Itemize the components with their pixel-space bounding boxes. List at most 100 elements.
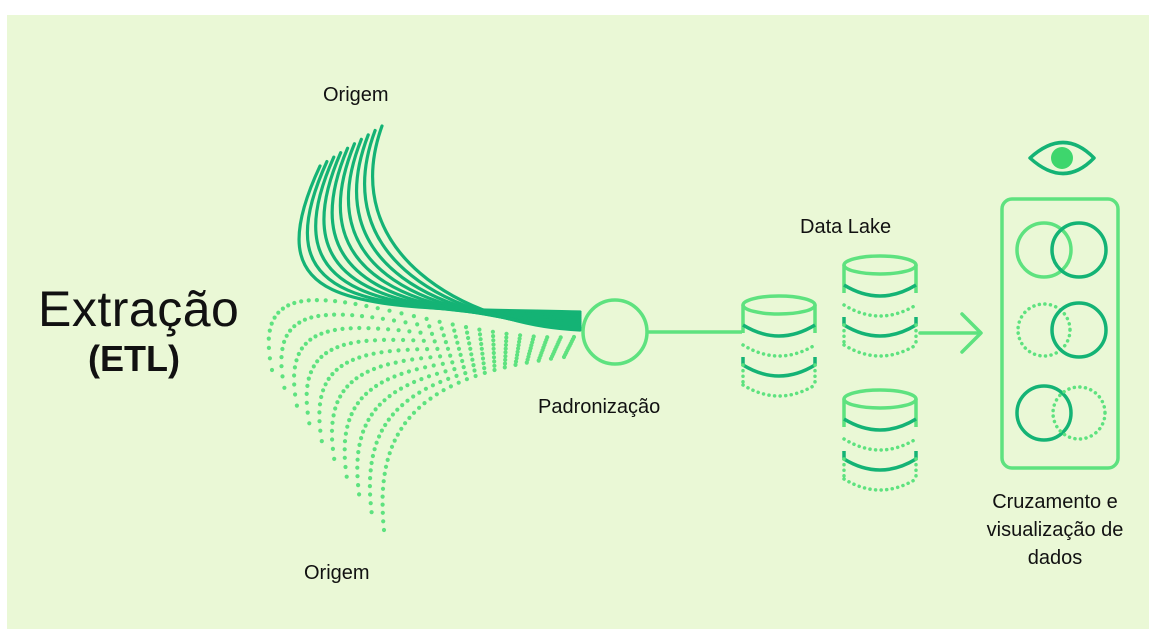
source-dot: [482, 370, 487, 375]
source-dot: [503, 342, 508, 348]
source-dot: [403, 320, 408, 325]
source-dot: [359, 396, 364, 401]
source-dot: [467, 341, 472, 346]
source-dot: [368, 476, 373, 481]
source-dot: [548, 356, 554, 361]
source-dot: [269, 321, 274, 326]
source-dot: [524, 360, 529, 365]
source-dot: [471, 363, 476, 368]
source-dot: [266, 345, 271, 350]
source-dot: [331, 413, 336, 418]
source-dot: [280, 374, 285, 379]
source-dot: [292, 365, 297, 370]
source-dot: [319, 439, 324, 444]
source-dot: [477, 332, 483, 337]
source-dot: [319, 331, 324, 336]
source-dot: [393, 390, 398, 395]
source-dot: [391, 337, 396, 342]
source-dot: [317, 402, 323, 407]
source-dot: [428, 355, 433, 360]
source-dot: [369, 510, 374, 515]
source-dot: [378, 364, 383, 369]
source-dot: [359, 314, 365, 319]
source-dot: [398, 386, 404, 391]
source-dot: [365, 369, 370, 374]
source-dot: [513, 359, 519, 364]
source-dot: [453, 334, 458, 339]
source-dot: [341, 389, 346, 394]
source-dot: [305, 383, 310, 388]
source-dot: [481, 361, 486, 366]
source-dot: [411, 394, 416, 399]
label-data-lake: Data Lake: [800, 216, 892, 238]
source-dot: [266, 336, 271, 341]
source-dot: [477, 327, 482, 332]
source-dot: [536, 358, 541, 363]
source-dot: [318, 428, 323, 433]
source-dot: [366, 417, 371, 422]
source-dot: [380, 502, 385, 507]
source-dot: [380, 316, 385, 321]
source-dot: [419, 377, 424, 382]
source-dot: [381, 519, 386, 524]
source-dot: [517, 339, 522, 344]
source-dot: [381, 479, 386, 484]
source-dot: [267, 328, 272, 333]
source-dot: [479, 346, 484, 351]
database-standardized: [741, 294, 817, 398]
source-dot: [367, 484, 372, 489]
source-dot: [349, 380, 354, 385]
source-dot: [307, 421, 312, 426]
source-dot: [390, 412, 395, 417]
source-dot: [504, 339, 509, 344]
source-dot: [355, 474, 360, 479]
title-sub: (ETL): [88, 338, 180, 379]
title-main: Extração: [38, 281, 240, 337]
source-dot: [332, 312, 337, 317]
source-dot: [364, 303, 369, 309]
source-dot: [463, 371, 468, 376]
source-dot: [352, 406, 357, 411]
source-dot: [561, 354, 567, 360]
source-dot: [317, 419, 322, 424]
source-dot: [373, 407, 378, 412]
visualization-panel: [1000, 197, 1120, 470]
source-dot: [369, 460, 374, 466]
label-standardization: Padronização: [538, 396, 661, 418]
source-dot: [348, 341, 353, 346]
source-dot: [350, 357, 355, 362]
source-dot: [466, 335, 471, 341]
source-dot: [440, 361, 445, 366]
source-dot: [410, 357, 415, 362]
source-dot: [503, 357, 508, 362]
source-dot: [276, 310, 281, 315]
source-dot: [491, 350, 496, 356]
source-dot: [465, 330, 470, 335]
source-dot: [456, 346, 462, 351]
source-dot: [356, 339, 361, 344]
source-dot: [383, 464, 389, 469]
source-dot: [356, 450, 361, 455]
source-dot: [441, 388, 446, 393]
source-dot: [286, 303, 291, 308]
source-dot: [395, 432, 400, 437]
source-dot: [480, 356, 486, 361]
source-dot: [392, 374, 397, 379]
source-dot: [299, 299, 304, 304]
source-dot: [406, 369, 411, 374]
source-dot: [319, 354, 324, 359]
source-dot: [470, 357, 475, 362]
source-dot: [379, 350, 384, 355]
source-dot: [491, 342, 496, 347]
source-dot: [377, 402, 382, 407]
source-dot: [389, 444, 395, 449]
source-dot: [335, 400, 340, 405]
source-dot: [357, 442, 362, 447]
source-dot: [414, 367, 419, 372]
source-dot: [417, 390, 422, 395]
source-dot: [479, 341, 484, 347]
source-dot: [344, 360, 350, 365]
source-dot: [380, 494, 385, 499]
source-dot: [513, 362, 518, 367]
source-dot: [342, 447, 347, 452]
